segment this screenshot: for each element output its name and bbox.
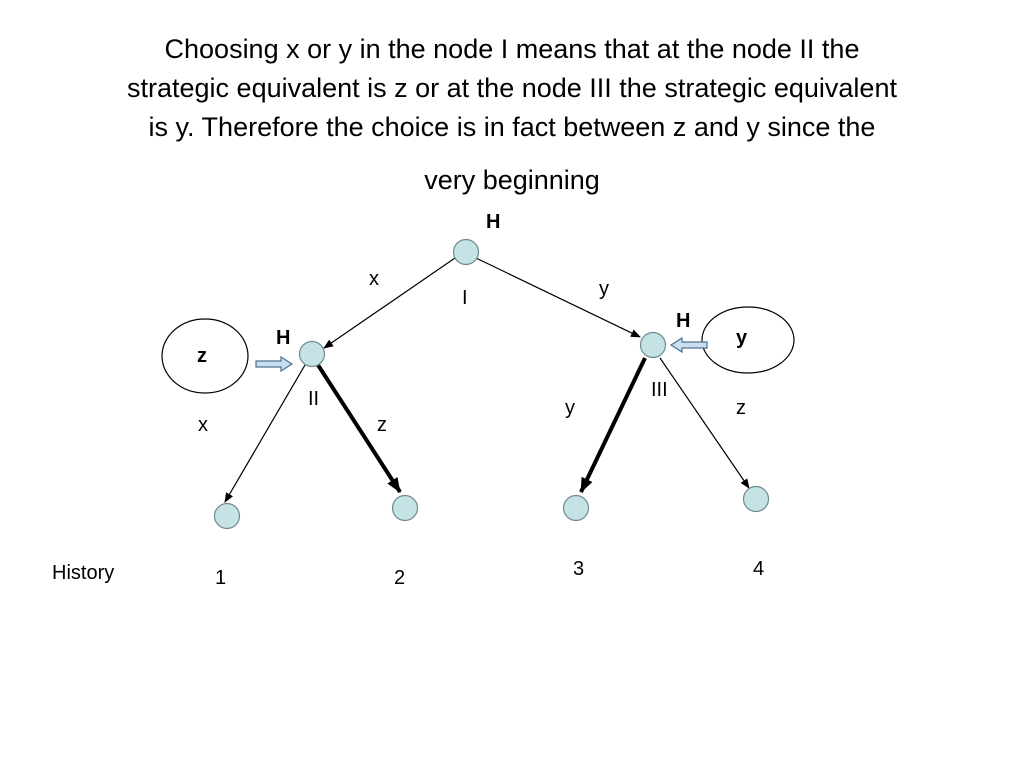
edge-root-left — [323, 257, 456, 349]
equivalent-ellipse-right — [701, 306, 795, 374]
edge-label-left-right: z — [377, 414, 387, 436]
history-leaf-2: 2 — [394, 567, 406, 589]
node-id-left: II — [308, 388, 320, 410]
edge-root-right — [475, 257, 641, 338]
edge-right-right — [659, 357, 750, 489]
node-right — [639, 331, 667, 359]
edge-label-right-right: z — [736, 397, 746, 419]
equivalent-ellipse-left — [161, 318, 249, 394]
edge-left-left — [224, 364, 306, 503]
node-root — [452, 238, 480, 266]
history-label: History — [52, 562, 115, 584]
edge-label-right-left: y — [565, 397, 575, 419]
edge-right-left-bold — [579, 357, 647, 493]
node-id-root: I — [462, 287, 468, 309]
leaf-node-4 — [742, 485, 770, 513]
player-label-right: H — [676, 310, 691, 332]
leaf-node-2 — [391, 494, 419, 522]
title-line: Choosing x or y in the node I means that… — [164, 34, 860, 64]
page-title: Choosing x or y in the node I means that… — [0, 30, 1024, 200]
edge-left-right-bold — [316, 363, 402, 494]
edge-label-left-left: x — [198, 414, 208, 436]
history-leaf-1: 1 — [215, 567, 227, 589]
player-label-left: H — [276, 327, 291, 349]
block-arrow-right-icon — [255, 355, 294, 373]
equivalent-label-left: z — [197, 345, 207, 367]
history-leaf-3: 3 — [573, 558, 585, 580]
node-left — [298, 340, 326, 368]
title-line: very beginning — [424, 165, 600, 195]
edge-label-root-left: x — [369, 268, 379, 290]
player-label-root: H — [486, 211, 501, 233]
leaf-node-3 — [562, 494, 590, 522]
edge-label-root-right: y — [599, 278, 609, 300]
block-arrow-left-icon — [669, 336, 708, 354]
title-line: strategic equivalent is z or at the node… — [127, 73, 897, 103]
equivalent-label-right: y — [736, 327, 748, 349]
history-leaf-4: 4 — [753, 558, 765, 580]
node-id-right: III — [651, 379, 668, 401]
leaf-node-1 — [213, 502, 241, 530]
title-line: is y. Therefore the choice is in fact be… — [148, 112, 876, 142]
